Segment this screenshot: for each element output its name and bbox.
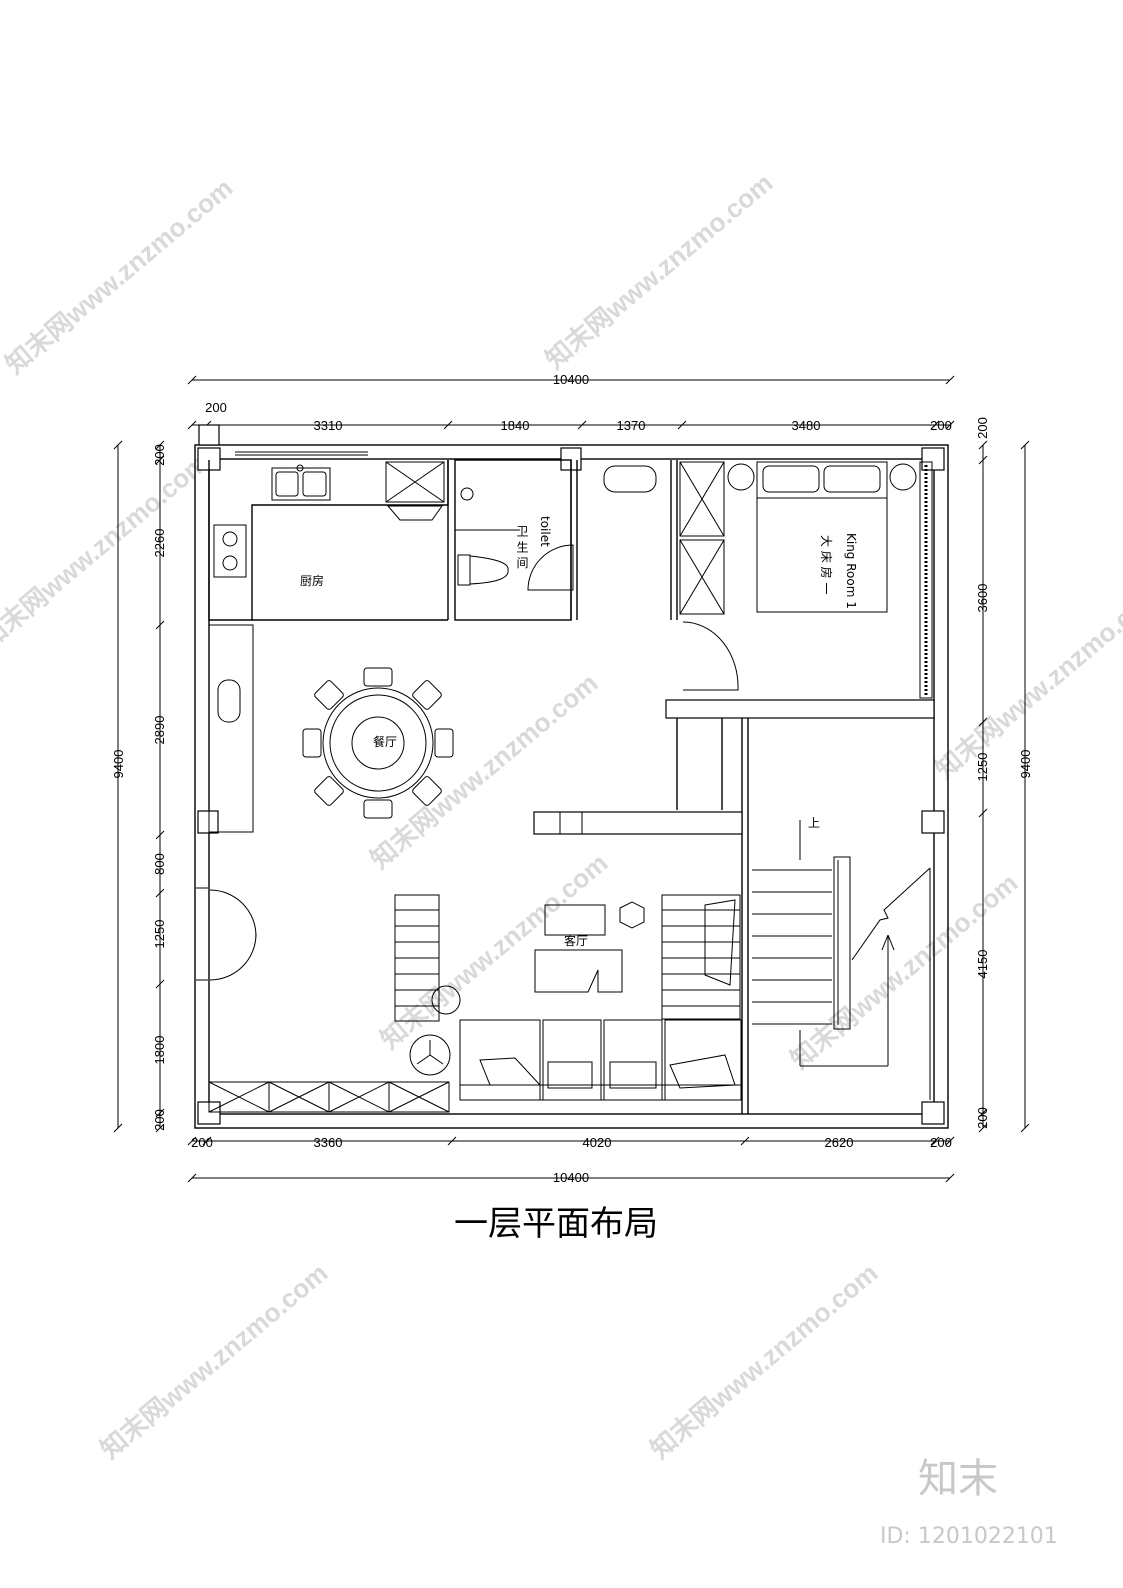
window-curtain	[919, 461, 933, 699]
floor-drain-icon	[460, 487, 474, 501]
corridor-walls	[570, 460, 935, 1114]
dim-top-1: 200	[205, 400, 227, 415]
dim-right-5: 200	[975, 1107, 990, 1129]
sink-icon	[271, 464, 331, 501]
room-label-living: 客厅	[564, 933, 588, 948]
room-label-dining: 餐厅	[373, 734, 397, 749]
dim-left-1: 200	[152, 444, 167, 466]
dim-top-6: 200	[930, 418, 952, 433]
wardrobe-icon	[679, 461, 725, 537]
room-label-toilet-en: toilet	[538, 516, 552, 547]
bathtub-icon	[603, 465, 657, 493]
dim-top-3: 1840	[501, 418, 530, 433]
exterior-walls	[194, 424, 949, 1129]
coffee-table-icon	[544, 904, 606, 936]
room-label-king-room-en: King Room 1	[844, 533, 858, 609]
watermark-text: 知末网www.znzmo.com	[645, 1257, 884, 1464]
toilet-room: 卫 生 间 toilet	[454, 459, 657, 621]
dim-left-5: 1250	[152, 920, 167, 949]
dim-right-3: 1250	[975, 753, 990, 782]
room-label-toilet-cn: 卫 生 间	[515, 525, 529, 569]
staircase: 上	[752, 816, 931, 1100]
dim-top-2: 3310	[314, 418, 343, 433]
dim-top-overall: 10400	[553, 372, 589, 387]
dim-left-6: 1800	[152, 1036, 167, 1065]
toilet-icon	[457, 554, 509, 586]
stair-up-label: 上	[808, 816, 820, 830]
watermark-text: 知末网www.znzmo.com	[0, 447, 213, 654]
dim-left-3: 2890	[152, 716, 167, 745]
dim-left-4: 800	[152, 853, 167, 875]
dim-right-overall: 9400	[1018, 750, 1033, 779]
dim-bottom-overall: 10400	[553, 1170, 589, 1185]
bottom-cabinet-icon	[208, 1081, 450, 1113]
dim-bottom-1: 200	[191, 1135, 213, 1150]
id-watermark: ID: 1201022101	[880, 1524, 1058, 1549]
dim-bottom-3: 4020	[583, 1135, 612, 1150]
watermark-text: 知末网www.znzmo.com	[95, 1257, 334, 1464]
dim-left-2: 2260	[152, 529, 167, 558]
room-label-king-room-cn: 大 床 房 一	[819, 535, 834, 594]
stove-icon	[213, 524, 247, 578]
bedroom-door[interactable]	[682, 621, 739, 691]
entry-door-right[interactable]	[209, 933, 257, 981]
room-label-kitchen: 厨房	[300, 573, 324, 588]
king-room: 大 床 房 一 King Room 1	[679, 461, 933, 699]
dim-bottom-2: 3360	[314, 1135, 343, 1150]
dim-bottom-4: 2620	[825, 1135, 854, 1150]
fan-icon	[409, 1034, 451, 1076]
fridge-icon	[385, 461, 445, 521]
watermark-text: 知末网www.znzmo.com	[540, 167, 779, 374]
dim-left-overall: 9400	[111, 750, 126, 779]
dim-left-7: 200	[152, 1109, 167, 1131]
wash-basin-icon	[217, 679, 241, 723]
sofa-icon	[459, 899, 742, 1101]
dining-table-icon	[302, 667, 454, 819]
living-area: 客厅	[208, 811, 743, 1113]
kitchen: 厨房	[208, 460, 449, 621]
brand-watermark: 知末	[918, 1456, 998, 1502]
dim-right-1: 200	[975, 417, 990, 439]
watermark-text: 知末网www.znzmo.com	[365, 667, 604, 874]
entry-door-left[interactable]	[209, 889, 257, 937]
dim-right-2: 3600	[975, 584, 990, 613]
toilet-door[interactable]	[527, 544, 574, 591]
dining-area: 餐厅	[208, 624, 454, 833]
watermark-text: 知末网www.znzmo.com	[375, 847, 614, 1054]
bed-icon	[727, 461, 917, 613]
plan-title: 一层平面布局	[454, 1204, 658, 1244]
dim-bottom-5: 200	[930, 1135, 952, 1150]
dim-top-4: 1370	[617, 418, 646, 433]
watermark-text: 知末网www.znzmo.com	[0, 172, 238, 379]
dim-right-4: 4150	[975, 950, 990, 979]
wardrobe-icon	[679, 539, 725, 615]
dimension-lines: 10400 200 3310 1840 1370 3480 200 200 33…	[111, 372, 1033, 1185]
dim-top-5: 3480	[792, 418, 821, 433]
